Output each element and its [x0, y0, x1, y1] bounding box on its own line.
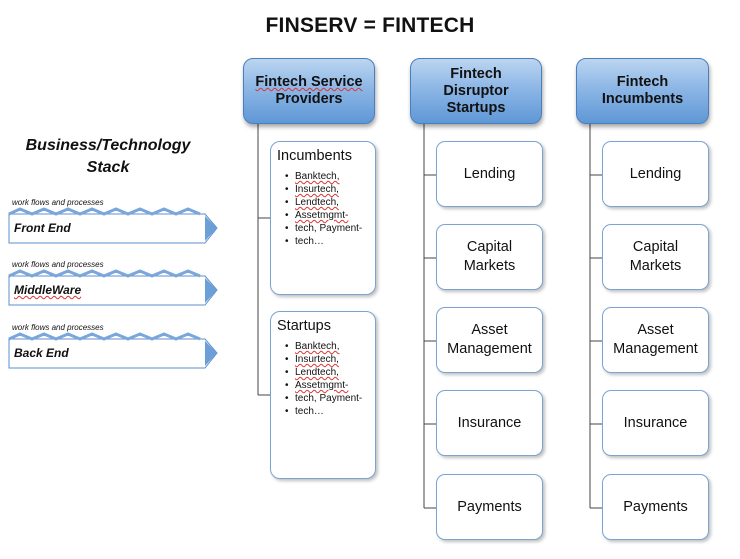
header-line: Fintech: [450, 65, 502, 82]
group-list: Banktech, Insurtech, Lendtech, Assetmgmt…: [271, 170, 375, 248]
group-list: Banktech, Insurtech, Lendtech, Assetmgmt…: [271, 340, 375, 418]
group-title: Incumbents: [277, 148, 352, 164]
layer-caption-back-end: work flows and processes: [12, 323, 104, 332]
list-item-text: Banktech,: [295, 171, 340, 182]
list-item-text: tech…: [295, 406, 324, 417]
layer-label-front-end: Front End: [14, 221, 71, 235]
group-box-incumbents: Incumbents Banktech, Insurtech, Lendtech…: [270, 141, 376, 295]
stack-title: Business/Technology Stack: [8, 135, 208, 179]
col3-connectors: [589, 124, 602, 509]
header-fintech-disruptor-startups: Fintech Disruptor Startups: [410, 58, 542, 124]
col2-connectors: [423, 124, 436, 509]
list-item-text: tech…: [295, 236, 324, 247]
header-line: Fintech Service: [255, 74, 362, 91]
header-line1-text: Fintech Service: [255, 74, 363, 90]
list-item: Lendtech,: [285, 366, 375, 379]
box-line: Asset: [471, 322, 508, 338]
list-item: Assetmgmt-: [285, 209, 375, 222]
category-box-insurance: Insurance: [436, 390, 543, 456]
list-item-text: Lendtech,: [295, 197, 339, 208]
header-line: Startups: [446, 99, 506, 116]
page-title: FINSERV = FINTECH: [265, 14, 475, 37]
list-item-text: Insurtech,: [295, 184, 339, 195]
list-item: Insurtech,: [285, 183, 375, 196]
box-line: Management: [613, 341, 698, 357]
layer-caption-front-end: work flows and processes: [12, 198, 104, 207]
layer-label-middleware: MiddleWare: [14, 283, 81, 297]
header-line: Providers: [275, 91, 343, 107]
layer-arrow-middleware: [8, 269, 218, 306]
box-line: Lending: [463, 165, 516, 182]
header-line: Incumbents: [601, 91, 684, 107]
category-box-payments: Payments: [436, 474, 543, 540]
box-line: Management: [447, 341, 532, 357]
list-item: Assetmgmt-: [285, 379, 375, 392]
list-item: Lendtech,: [285, 196, 375, 209]
layer-caption-middleware: work flows and processes: [12, 260, 104, 269]
header-line: Disruptor: [443, 82, 509, 99]
layer-arrow-front-end: [8, 207, 218, 244]
header-line: Fintech: [616, 74, 669, 90]
list-item-text: tech, Payment-: [295, 223, 363, 234]
category-box-insurance: Insurance: [602, 390, 709, 456]
list-item-text: Banktech,: [295, 341, 340, 352]
group-title: Startups: [277, 318, 331, 334]
list-item: Insurtech,: [285, 353, 375, 366]
list-item-text: Insurtech,: [295, 354, 339, 365]
list-item-text: Lendtech,: [295, 367, 339, 378]
category-box-lending: Lending: [436, 141, 543, 207]
list-item: Banktech,: [285, 340, 375, 353]
list-item-text: Assetmgmt-: [295, 210, 349, 221]
box-line: Capital: [466, 239, 513, 255]
box-line: Asset: [637, 322, 674, 338]
layer-arrow-back-end: [8, 332, 218, 369]
box-line: Payments: [623, 498, 688, 515]
list-item-text: Assetmgmt-: [295, 380, 349, 391]
box-line: Lending: [629, 165, 682, 182]
stack-title-line2: Stack: [86, 159, 130, 176]
box-line: Markets: [463, 258, 516, 274]
list-item: tech…: [285, 405, 375, 418]
stack-title-line1: Business/Technology: [25, 137, 191, 154]
list-item: tech, Payment-: [285, 222, 375, 235]
layer-label-middleware-text: MiddleWare: [14, 283, 82, 297]
list-item: tech, Payment-: [285, 392, 375, 405]
box-line: Insurance: [623, 414, 688, 431]
category-box-payments: Payments: [602, 474, 709, 540]
header-fintech-service-providers: Fintech Service Providers: [243, 58, 375, 124]
layer-label-back-end: Back End: [14, 346, 69, 360]
category-box-lending: Lending: [602, 141, 709, 207]
header-fintech-incumbents: Fintech Incumbents: [576, 58, 709, 124]
group-box-startups: Startups Banktech, Insurtech, Lendtech, …: [270, 311, 376, 479]
list-item: tech…: [285, 235, 375, 248]
box-line: Capital: [632, 239, 679, 255]
list-item: Banktech,: [285, 170, 375, 183]
box-line: Insurance: [457, 414, 522, 431]
list-item-text: tech, Payment-: [295, 393, 363, 404]
col1-connectors: [257, 124, 270, 396]
box-line: Markets: [629, 258, 682, 274]
box-line: Payments: [457, 498, 522, 515]
